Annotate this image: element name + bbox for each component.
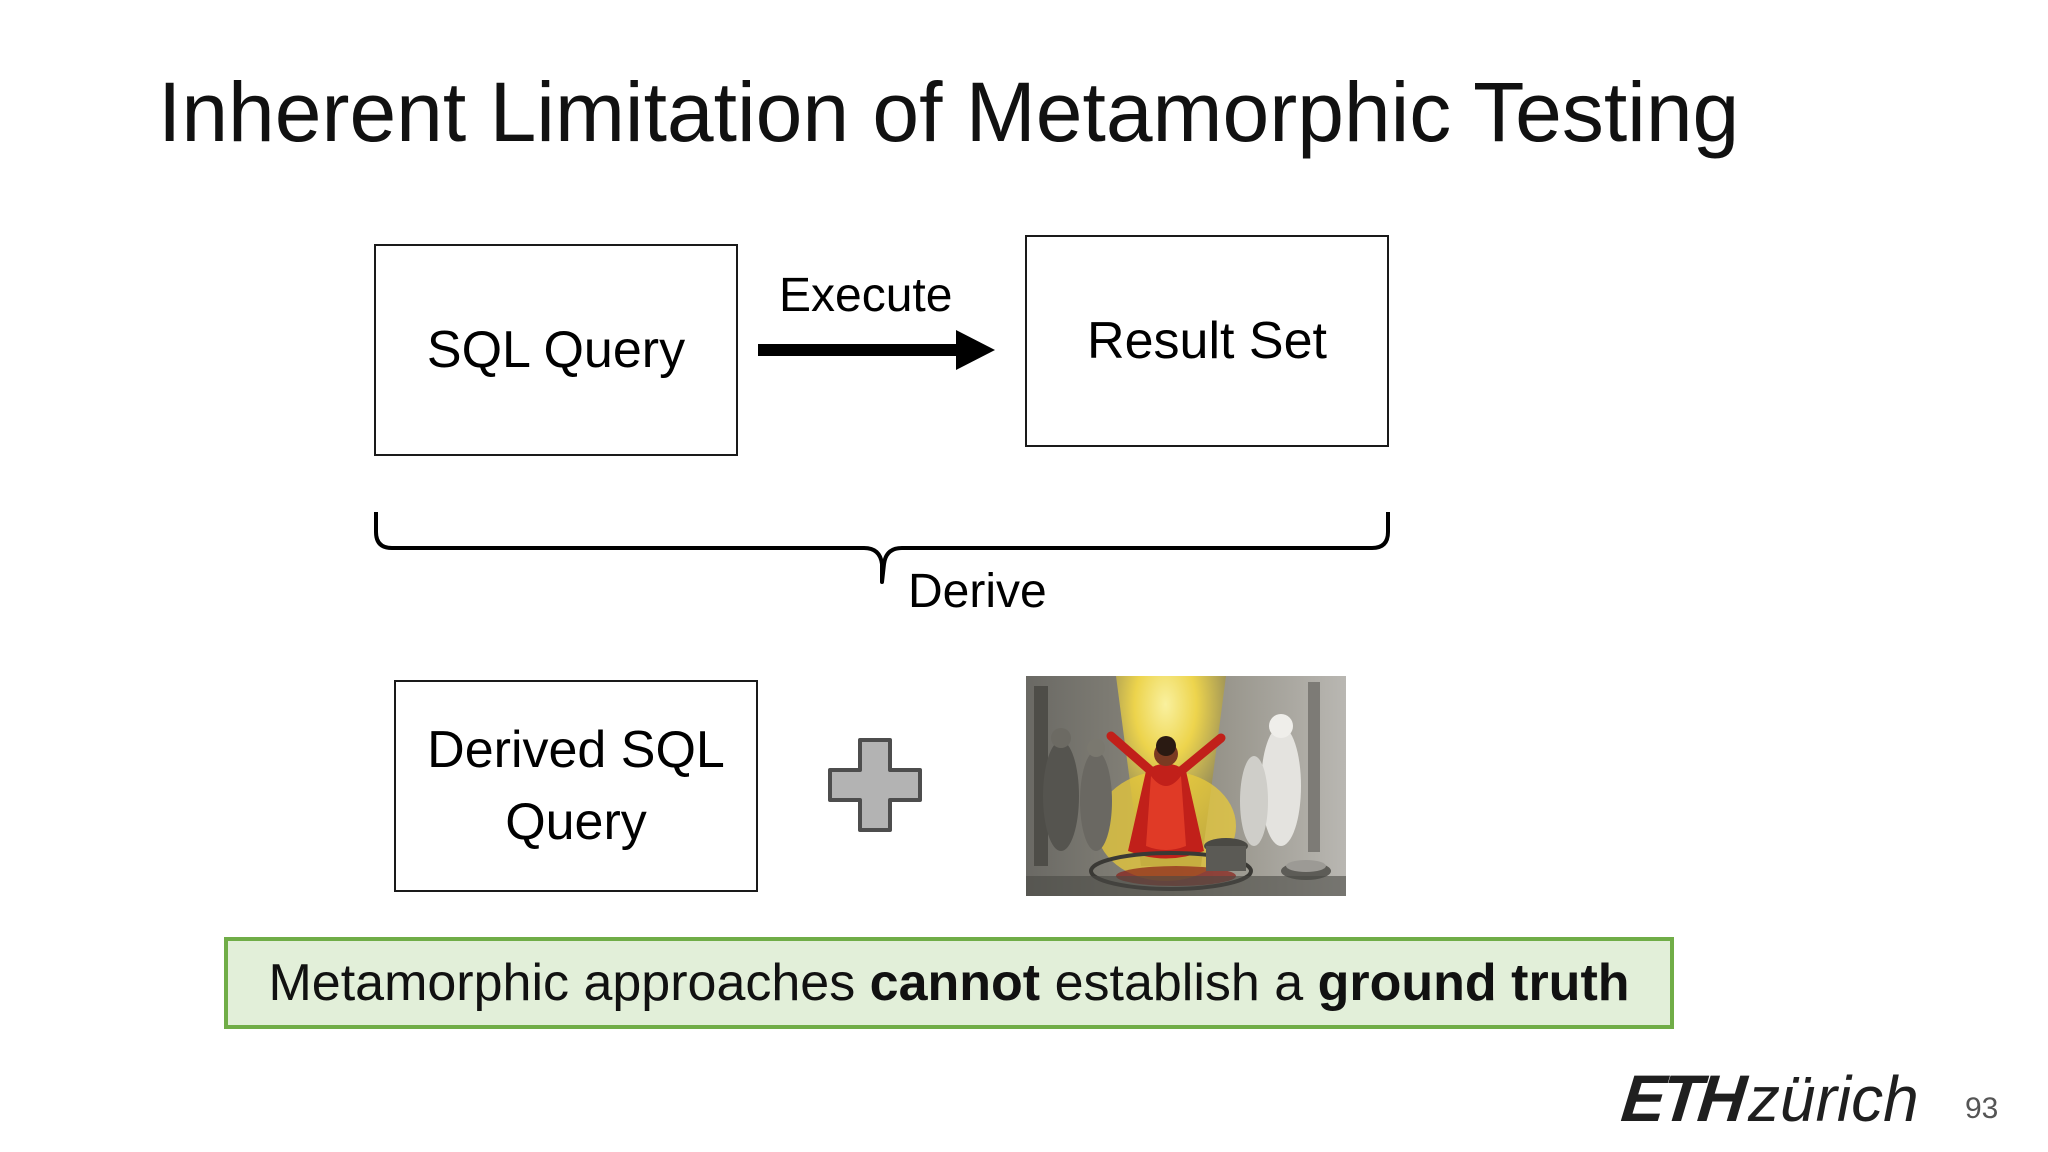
plus-icon [828, 738, 922, 832]
callout-text-2: establish a [1040, 954, 1318, 1012]
logo-eth: ETH [1618, 1061, 1746, 1135]
sql-query-box: SQL Query [374, 244, 738, 456]
logo-zurich: zürich [1748, 1063, 1919, 1135]
prophet-in-light-image [1026, 676, 1346, 896]
execute-label: Execute [779, 269, 953, 322]
result-set-box: Result Set [1025, 235, 1389, 447]
derive-label: Derive [908, 565, 1047, 618]
derived-sql-query-box: Derived SQL Query [394, 680, 758, 892]
callout-bold-ground-truth: ground truth [1317, 954, 1630, 1012]
page-number: 93 [1965, 1092, 1999, 1125]
derive-brace [374, 512, 1390, 584]
sql-query-label: SQL Query [426, 321, 686, 379]
execute-arrow [758, 330, 995, 370]
derived-query-line1: Derived SQL [427, 721, 725, 779]
result-set-label: Result Set [1087, 312, 1327, 370]
slide-title: Inherent Limitation of Metamorphic Testi… [158, 65, 1740, 159]
ground-truth-callout: Metamorphic approaches cannot establish … [224, 937, 1674, 1029]
callout-text-1: Metamorphic approaches [268, 954, 870, 1012]
eth-zurich-logo: ETH zürich [1618, 1060, 1919, 1135]
callout-bold-cannot: cannot [869, 954, 1041, 1012]
derived-query-line2: Query [505, 793, 647, 851]
